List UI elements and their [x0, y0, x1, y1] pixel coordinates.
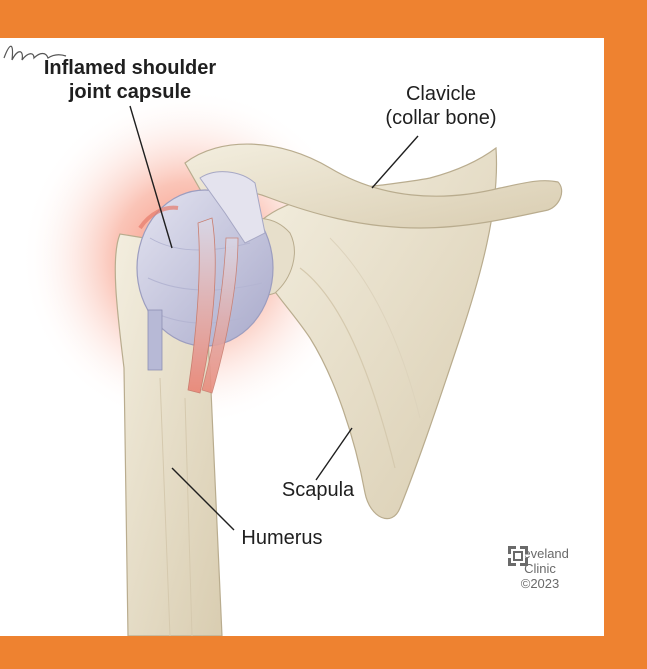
brand-copyright: ©2023 [508, 576, 572, 591]
scapula-leader-line [316, 428, 352, 480]
humerus-label: Humerus [232, 526, 332, 550]
clavicle-label: Clavicle (collar bone) [356, 82, 526, 130]
scapula-label: Scapula [268, 478, 368, 502]
cleveland-clinic-logo-icon [508, 546, 528, 566]
clavicle-label-line1: Clavicle [356, 82, 526, 106]
humerus-tendon [148, 310, 162, 370]
clavicle-leader-line [372, 136, 418, 188]
clavicle-label-line2: (collar bone) [356, 106, 526, 130]
artist-signature [0, 38, 70, 66]
capsule-label-line2: joint capsule [30, 80, 230, 104]
brand-block: Cleveland Clinic ©2023 [508, 546, 572, 591]
illustration-panel: Inflamed shoulder joint capsule Clavicle… [0, 38, 604, 636]
